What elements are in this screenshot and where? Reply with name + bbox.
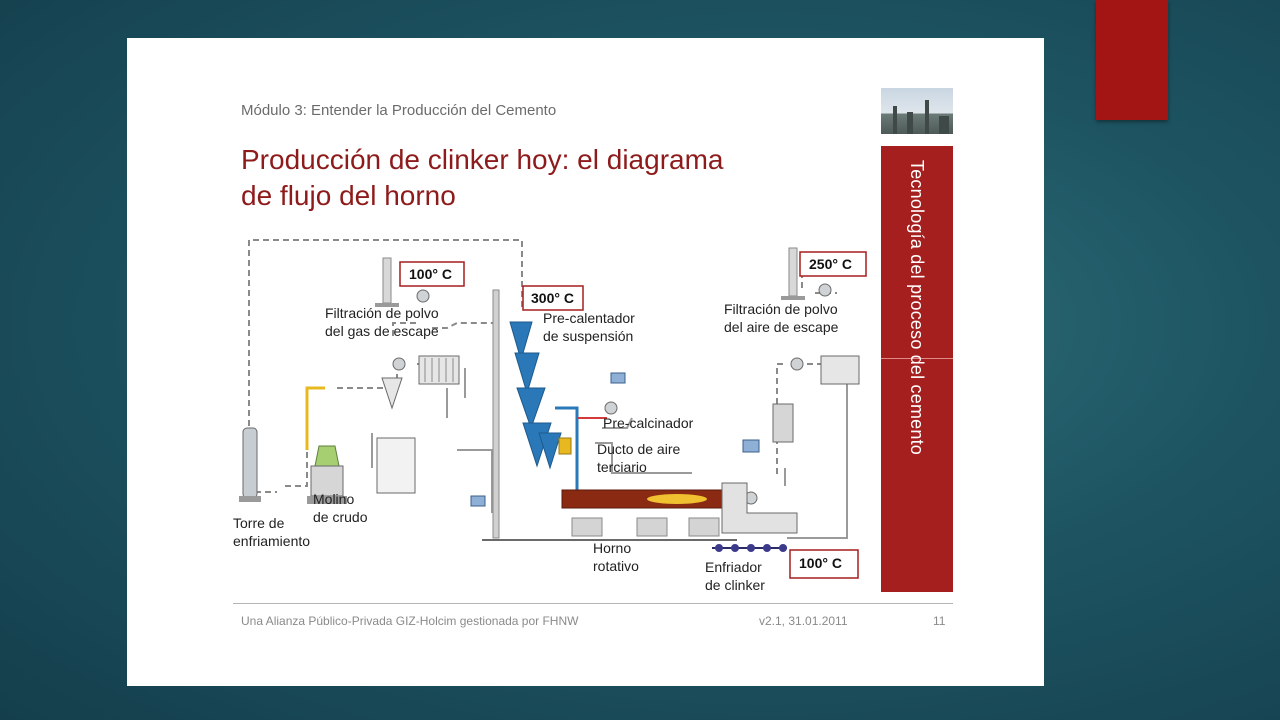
module-label: Módulo 3: Entender la Producción del Cem… xyxy=(241,102,557,119)
bag-filter-right xyxy=(820,355,860,385)
bag-filter-left-slats xyxy=(424,358,454,382)
sidebar-divider xyxy=(881,358,953,359)
raw-meal-silo xyxy=(376,437,416,494)
footer-divider xyxy=(233,603,953,604)
label-preheater-2: de suspensión xyxy=(543,328,633,344)
temp-box-preheater xyxy=(522,285,584,311)
yellow-duct xyxy=(305,386,325,450)
label-mill-2: de crudo xyxy=(313,509,368,525)
label-precalciner: Pre-calcinador xyxy=(603,415,694,431)
label-kiln-2: rotativo xyxy=(593,558,639,574)
photo-chimney xyxy=(907,112,913,134)
temp-cooler: 100° C xyxy=(799,555,842,571)
rotary-kiln xyxy=(482,489,737,541)
right-stack xyxy=(781,247,805,300)
label-tertiary-2: terciario xyxy=(597,459,647,475)
solid-ducts xyxy=(371,368,848,539)
cooling-tower xyxy=(239,427,261,502)
kiln-flow-diagram: 100° C xyxy=(233,239,867,593)
footer-page-number: 11 xyxy=(933,614,946,628)
label-tower-2: enfriamiento xyxy=(233,533,310,549)
label-preheater-1: Pre-calentador xyxy=(543,310,635,326)
preheater-tower xyxy=(492,289,607,539)
temp-box-right-stack xyxy=(799,251,867,277)
feed-bins xyxy=(470,372,760,507)
temp-preheater: 300° C xyxy=(531,290,574,306)
temp-box-cooler xyxy=(789,549,859,579)
label-filtration-air-2: del aire de escape xyxy=(724,319,839,335)
photo-chimney xyxy=(893,106,897,134)
slide-title-line2: de flujo del horno xyxy=(241,180,456,211)
gas-duct-dashed xyxy=(248,239,837,493)
label-filtration-gas-2: del gas de escape xyxy=(325,323,439,339)
temp-right-stack: 250° C xyxy=(809,256,852,272)
clinker-cooler xyxy=(712,482,798,552)
temp-box-left-stack xyxy=(399,261,465,287)
label-cooler-1: Enfriador xyxy=(705,559,762,575)
left-stack xyxy=(375,257,399,307)
sidebar-band: Tecnología del proceso del cemento xyxy=(881,146,953,592)
label-mill-1: Molino xyxy=(313,491,354,507)
footer-version: v2.1, 31.01.2011 xyxy=(759,614,848,628)
footer-alliance: Una Alianza Público-Privada GIZ-Holcim g… xyxy=(241,614,579,628)
slide: Módulo 3: Entender la Producción del Cem… xyxy=(127,38,1044,686)
photo-building xyxy=(939,116,949,134)
label-filtration-air-1: Filtración de polvo xyxy=(724,301,838,317)
heat-exchanger xyxy=(772,403,794,443)
label-kiln-1: Horno xyxy=(593,540,631,556)
slide-title: Producción de clinker hoy: el diagrama d… xyxy=(241,142,861,214)
cement-plant-photo xyxy=(881,88,953,134)
sidebar-text: Tecnología del proceso del cemento xyxy=(907,160,927,455)
raw-mill xyxy=(307,445,347,504)
temp-left-stack: 100° C xyxy=(409,266,452,282)
label-cooler-2: de clinker xyxy=(705,577,765,593)
label-filtration-gas-1: Filtración de polvo xyxy=(325,305,439,321)
label-tower-1: Torre de xyxy=(233,515,285,531)
photo-chimney xyxy=(925,100,929,134)
small-cyclone xyxy=(381,377,403,410)
red-corner-tab xyxy=(1096,0,1168,120)
label-tertiary-1: Ducto de aire xyxy=(597,441,680,457)
slide-title-line1: Producción de clinker hoy: el diagrama xyxy=(241,144,724,175)
